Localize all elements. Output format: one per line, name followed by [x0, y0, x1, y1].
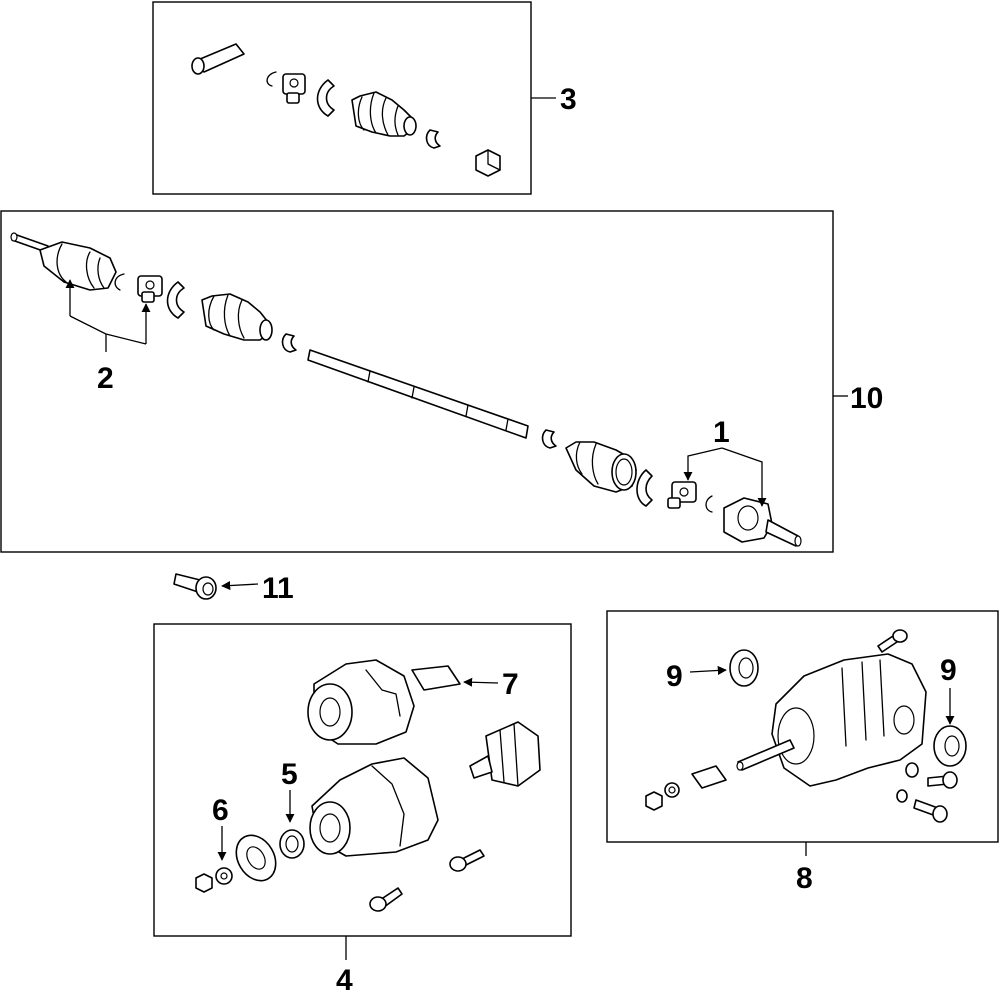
- callout-6: 6: [212, 794, 229, 827]
- seal-part[interactable]: [279, 829, 305, 859]
- tripod-part[interactable]: [282, 73, 306, 104]
- inner-joint-part[interactable]: [723, 497, 802, 547]
- right-small-clamp-part[interactable]: [541, 429, 557, 449]
- right-bolt-part-1[interactable]: [927, 771, 958, 789]
- left-boot-part[interactable]: [201, 293, 273, 341]
- left-clamp-ring-part[interactable]: [166, 281, 185, 319]
- bearing-part[interactable]: [469, 721, 541, 787]
- lower-housing-part[interactable]: [309, 757, 439, 857]
- right-snap-ring-part[interactable]: [705, 495, 713, 513]
- bolt-part[interactable]: [173, 573, 217, 600]
- bolt-part-lower-1[interactable]: [369, 887, 403, 912]
- top-bolt-part[interactable]: [877, 629, 908, 653]
- callout-9-right: 9: [940, 654, 957, 687]
- center-shaft-part[interactable]: [307, 349, 529, 439]
- callout-5: 5: [281, 758, 298, 791]
- left-small-clamp-part[interactable]: [281, 333, 297, 353]
- callout-8: 8: [796, 862, 813, 895]
- callout-4: 4: [336, 964, 353, 992]
- callout-2: 2: [97, 362, 114, 395]
- washer-part-left[interactable]: [664, 782, 680, 798]
- bolt-part-lower-2[interactable]: [449, 849, 485, 872]
- small-washer-part[interactable]: [905, 762, 919, 778]
- cover-part[interactable]: [228, 828, 283, 888]
- right-clamp-ring-part[interactable]: [636, 469, 653, 507]
- left-tripod-part[interactable]: [137, 275, 163, 303]
- axle-assembly-group: 2 1 10: [0, 210, 883, 553]
- washer-part[interactable]: [215, 867, 233, 885]
- upper-housing-part[interactable]: [307, 659, 415, 745]
- outer-joint-part[interactable]: [39, 241, 117, 291]
- callout-9-left: 9: [666, 660, 683, 693]
- oil-seal-right-part[interactable]: [933, 725, 967, 767]
- right-tripod-part[interactable]: [667, 481, 697, 509]
- gasket-plate-part[interactable]: [411, 665, 461, 691]
- band-clamp-part[interactable]: [191, 43, 245, 75]
- boot-part[interactable]: [351, 91, 417, 137]
- small-clamp-part[interactable]: [425, 129, 441, 149]
- oil-seal-left-part[interactable]: [729, 649, 759, 687]
- callout-1: 1: [713, 416, 730, 449]
- differential-assembly-group: 9 9 8: [606, 610, 999, 895]
- boot-kit-group: 3: [152, 1, 577, 195]
- nut-part-left[interactable]: [645, 791, 663, 811]
- callout-11: 11: [262, 572, 294, 605]
- nut-part-small[interactable]: [195, 873, 213, 893]
- pinion-shaft-part[interactable]: [736, 739, 795, 771]
- differential-mount-group: 7 5 6 4: [153, 623, 572, 992]
- small-washer-part-2[interactable]: [896, 789, 908, 803]
- clamp-ring-part[interactable]: [316, 79, 335, 117]
- bracket-part[interactable]: [691, 765, 727, 789]
- left-snap-ring-part[interactable]: [114, 273, 125, 291]
- snap-ring-part[interactable]: [266, 71, 277, 87]
- nut-part[interactable]: [475, 149, 501, 177]
- right-boot-part[interactable]: [565, 441, 637, 493]
- callout-10: 10: [850, 382, 883, 415]
- callout-3: 3: [560, 83, 577, 116]
- bolt-11-group: 11: [173, 572, 294, 605]
- differential-carrier-part[interactable]: [771, 653, 927, 787]
- callout-7: 7: [502, 668, 519, 701]
- right-bolt-part-2[interactable]: [913, 799, 948, 823]
